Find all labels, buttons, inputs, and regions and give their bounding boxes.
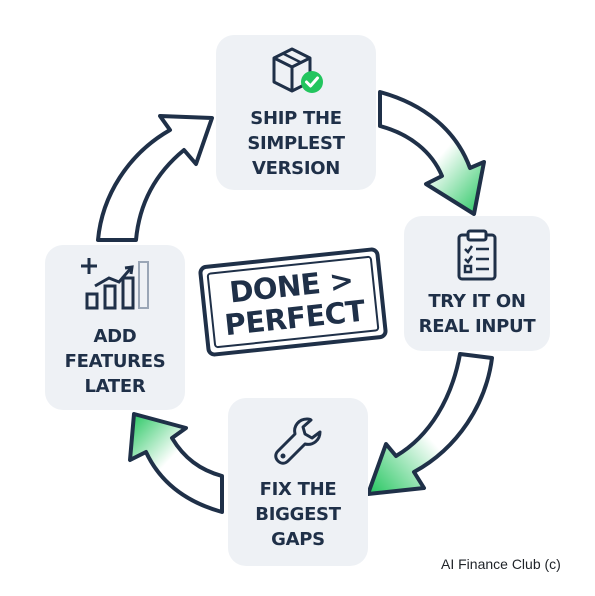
step-card-fix: FIX THE BIGGEST GAPS bbox=[228, 398, 368, 566]
arrow-ship-to-try bbox=[378, 90, 486, 216]
stamp-text: DONE > PERFECT bbox=[222, 262, 367, 343]
step-card-ship: SHIP THE SIMPLEST VERSION bbox=[216, 35, 376, 190]
credit-text: AI Finance Club (c) bbox=[441, 556, 561, 572]
arrow-add-to-ship bbox=[96, 114, 214, 242]
step-card-try: TRY IT ON REAL INPUT bbox=[404, 216, 550, 351]
arrow-try-to-fix bbox=[366, 352, 494, 496]
wrench-icon bbox=[274, 417, 322, 465]
done-over-perfect-stamp: DONE > PERFECT bbox=[197, 246, 389, 358]
step-label-ship: SHIP THE SIMPLEST VERSION bbox=[247, 108, 345, 179]
step-card-add: ADD FEATURES LATER bbox=[45, 245, 185, 410]
step-label-try: TRY IT ON REAL INPUT bbox=[418, 290, 536, 337]
box-check-icon bbox=[272, 47, 323, 93]
clipboard-checklist-icon bbox=[457, 229, 497, 280]
step-label-fix: FIX THE BIGGEST GAPS bbox=[255, 478, 341, 550]
step-label-add: ADD FEATURES LATER bbox=[64, 326, 166, 397]
growth-bars-plus-icon bbox=[81, 258, 149, 310]
arrow-fix-to-add bbox=[128, 412, 224, 514]
